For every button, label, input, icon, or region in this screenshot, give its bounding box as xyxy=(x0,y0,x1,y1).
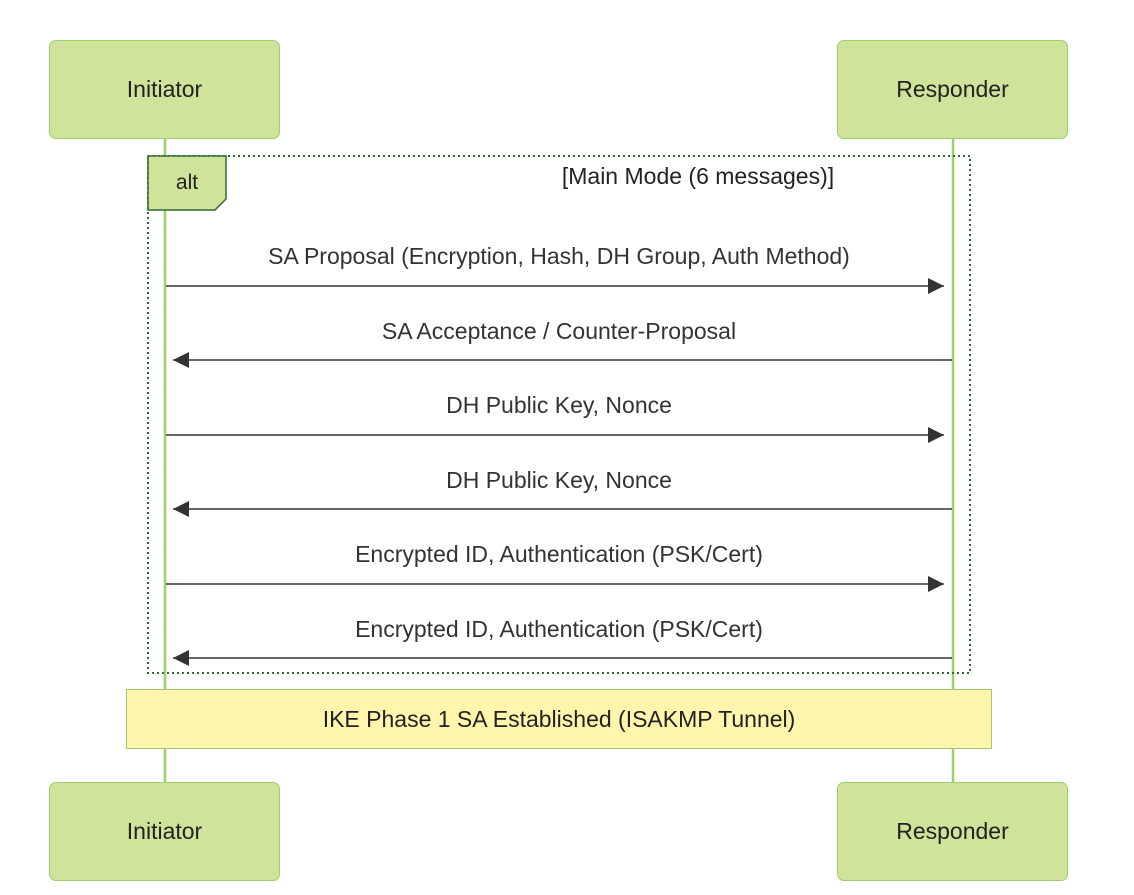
note-text: IKE Phase 1 SA Established (ISAKMP Tunne… xyxy=(322,705,796,732)
message-label-3: DH Public Key, Nonce xyxy=(446,392,672,418)
message-label-2: SA Acceptance / Counter-Proposal xyxy=(381,318,737,344)
message-label-4: DH Public Key, Nonce xyxy=(446,467,672,493)
alt-fragment-tag-shape xyxy=(147,155,227,211)
note-box: IKE Phase 1 SA Established (ISAKMP Tunne… xyxy=(126,689,992,749)
alt-fragment-condition: [Main Mode (6 messages)] xyxy=(300,163,1100,190)
participant-responder-top: Responder xyxy=(837,40,1068,139)
participant-initiator-label: Initiator xyxy=(126,76,203,102)
participant-responder-label: Responder xyxy=(896,76,1009,102)
participant-initiator-bottom: Initiator xyxy=(49,782,280,881)
participant-initiator-top: Initiator xyxy=(49,40,280,139)
participant-initiator-label: Initiator xyxy=(126,818,203,844)
message-label-6: Encrypted ID, Authentication (PSK/Cert) xyxy=(355,616,763,642)
participant-responder-bottom: Responder xyxy=(837,782,1068,881)
alt-fragment-tag: alt xyxy=(175,171,199,194)
alt-fragment-box xyxy=(147,155,971,674)
message-label-5: Encrypted ID, Authentication (PSK/Cert) xyxy=(355,541,763,567)
participant-responder-label: Responder xyxy=(896,818,1009,844)
message-label-1: SA Proposal (Encryption, Hash, DH Group,… xyxy=(268,243,850,269)
alt-fragment-condition-text: [Main Mode (6 messages)] xyxy=(561,163,835,189)
